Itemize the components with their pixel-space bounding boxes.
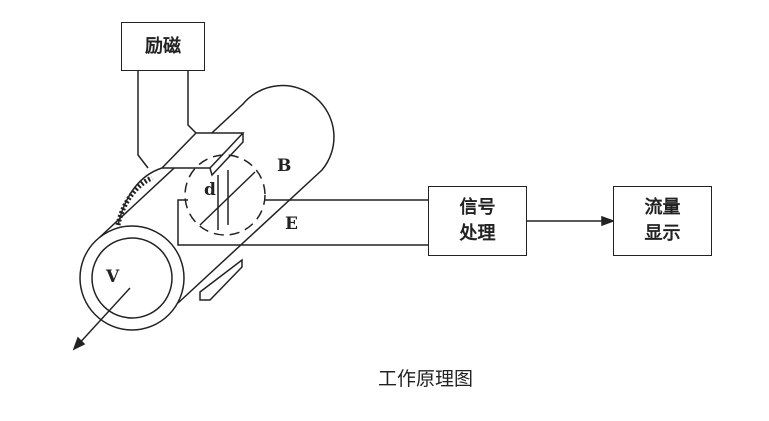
signal-label-line1: 信号 xyxy=(459,197,496,218)
display-label-line2: 显示 xyxy=(644,223,681,244)
magnetic-field-circle xyxy=(184,154,266,236)
magnet-pole xyxy=(115,70,245,226)
pipe xyxy=(79,84,335,331)
flow-direction-arrow xyxy=(75,287,131,348)
label-E: E xyxy=(285,214,298,234)
bottom-pole xyxy=(199,258,243,301)
caption: 工作原理图 xyxy=(378,368,474,390)
signal-processing-box: 信号 处理 xyxy=(428,186,527,256)
excitation-label: 励磁 xyxy=(145,35,181,57)
label-V: V xyxy=(106,267,120,287)
label-B: B xyxy=(277,156,292,176)
wire-lower xyxy=(177,199,428,246)
flow-arrow-head-icon xyxy=(72,336,86,351)
display-label-line1: 流量 xyxy=(644,197,681,218)
excitation-box: 励磁 xyxy=(121,22,205,71)
flow-display-box: 流量 显示 xyxy=(613,186,712,256)
arrow-head-icon xyxy=(601,215,616,227)
signal-label-line2: 处理 xyxy=(459,223,496,244)
label-d: d xyxy=(204,180,216,200)
